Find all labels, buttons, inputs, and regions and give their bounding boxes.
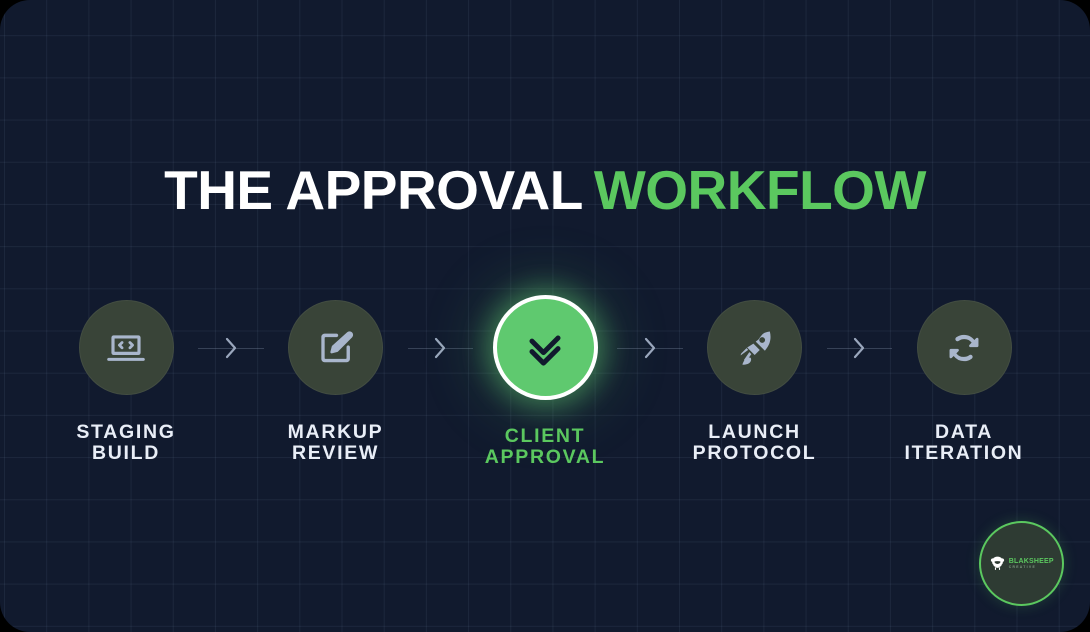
chevron-right-icon [644,337,655,358]
connector-3 [617,300,682,395]
connector-1 [198,300,263,395]
brand-logo-inner: BLAKSHEEP CREATIVE [989,555,1054,572]
workflow-step-launch-protocol[interactable]: LAUNCH PROTOCOL [679,300,831,464]
edit-pencil-square-icon [320,330,353,362]
brand-name: BLAKSHEEP [1008,557,1054,565]
step-icon-circle[interactable] [288,300,383,395]
connector-4 [826,300,892,395]
step-icon-circle[interactable] [707,300,802,395]
workflow-step-markup-review[interactable]: MARKUP REVIEW [260,300,412,464]
step-label: DATA ITERATION [904,421,1024,465]
step-icon-circle[interactable] [916,300,1012,395]
brand-logo-text: BLAKSHEEP CREATIVE [1009,558,1054,570]
chevron-right-icon [225,337,236,358]
laptop-code-icon [107,334,145,361]
step-icon-circle-active[interactable] [492,295,598,400]
sheep-head-icon [991,556,1005,570]
double-check-icon [529,335,561,366]
rocket-icon [740,331,771,365]
refresh-sync-icon [949,334,979,361]
workflow-step-client-approval[interactable]: CLIENT APPROVAL [469,295,621,468]
chevron-right-icon [854,337,865,358]
page-title-white: THE APPROVAL [164,159,583,221]
chevron-right-icon [435,337,446,358]
brand-logo-badge[interactable]: BLAKSHEEP CREATIVE [979,521,1064,606]
connector-2 [407,300,473,395]
page-title-green: WORKFLOW [593,159,927,221]
brand-tagline: CREATIVE [1008,565,1037,570]
step-icon-circle[interactable] [78,300,174,395]
step-label: MARKUP REVIEW [287,421,384,465]
step-label: LAUNCH PROTOCOL [692,421,817,465]
workflow-step-staging-build[interactable]: STAGING BUILD [50,300,202,464]
workflow-step-data-iteration[interactable]: DATA ITERATION [888,300,1040,464]
workflow-steps: STAGING BUILD MARKUP REVIEW [50,295,1040,480]
step-label: STAGING BUILD [76,421,176,465]
step-label: CLIENT APPROVAL [484,425,606,469]
